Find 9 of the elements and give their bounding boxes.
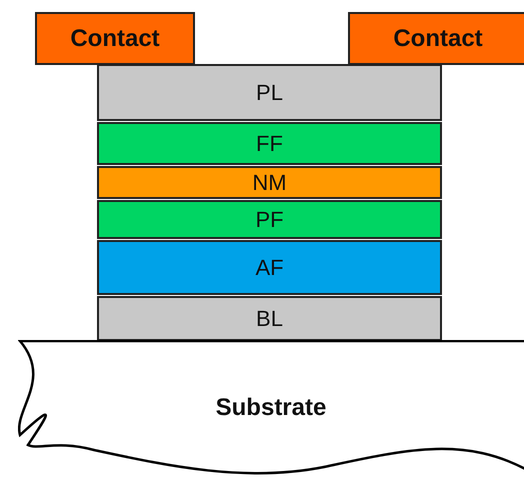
layer: BL	[97, 296, 442, 341]
layer: AF	[97, 240, 442, 295]
contact-pad: Contact	[35, 12, 195, 65]
layer: PF	[97, 200, 442, 239]
layer: FF	[97, 122, 442, 165]
contact-pad: Contact	[348, 12, 524, 65]
substrate: Substrate	[18, 340, 524, 475]
layer: PL	[97, 64, 442, 121]
layer: NM	[97, 166, 442, 199]
